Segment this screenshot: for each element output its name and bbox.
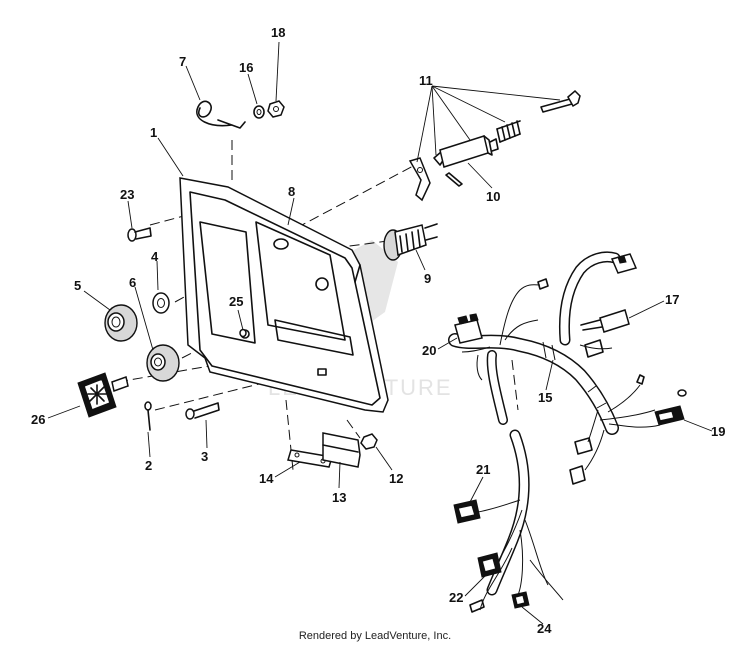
connector-20 — [454, 313, 483, 344]
spring-clip-7 — [196, 100, 246, 129]
callout-13: 13 — [332, 490, 346, 505]
lock-washer-4 — [152, 292, 170, 314]
wiring-harness-15 — [448, 251, 661, 611]
callout-11: 11 — [419, 73, 433, 88]
callout-21: 21 — [476, 462, 490, 477]
callout-17: 17 — [665, 292, 679, 307]
key-switch-9 — [383, 223, 438, 261]
callout-10: 10 — [486, 189, 500, 204]
callout-22: 22 — [449, 590, 463, 605]
rod-11 — [540, 89, 581, 113]
callout-3: 3 — [201, 449, 208, 464]
clip-25 — [239, 328, 247, 338]
connector-19 — [636, 374, 687, 426]
callout-23: 23 — [120, 187, 134, 202]
callouts: 1 2 3 4 5 6 7 8 9 10 11 12 13 14 15 16 1… — [31, 25, 725, 636]
spring-11 — [496, 120, 521, 143]
dash-panel — [179, 177, 389, 413]
callout-20: 20 — [422, 343, 436, 358]
callout-6: 6 — [129, 275, 136, 290]
footer-credit: Rendered by LeadVenture, Inc. — [298, 630, 452, 642]
screw-23 — [127, 227, 152, 242]
callout-14: 14 — [259, 471, 274, 486]
callout-19: 19 — [711, 424, 725, 439]
leader-lines — [47, 41, 713, 625]
knurled-nut-5 — [104, 304, 138, 342]
callout-8: 8 — [288, 184, 295, 199]
switch-assembly-10 — [408, 135, 499, 202]
callout-2: 2 — [145, 458, 152, 473]
connector-17 — [580, 253, 638, 333]
bracket-13 — [322, 432, 361, 468]
callout-9: 9 — [424, 271, 431, 286]
callout-16: 16 — [239, 60, 253, 75]
callout-25: 25 — [229, 294, 243, 309]
callout-15: 15 — [538, 390, 552, 405]
callout-5: 5 — [74, 278, 81, 293]
washer-16 — [253, 105, 265, 119]
connector-24 — [469, 278, 604, 613]
callout-24: 24 — [537, 621, 552, 636]
connector-22 — [477, 552, 502, 578]
nut-12 — [360, 433, 378, 450]
connector-21 — [453, 499, 481, 524]
pin-2 — [144, 401, 152, 431]
nut-18 — [267, 100, 285, 118]
callout-7: 7 — [179, 54, 186, 69]
knurled-nut-6 — [146, 344, 180, 382]
callout-1: 1 — [150, 125, 157, 140]
callout-26: 26 — [31, 412, 45, 427]
light-assembly-26 — [77, 372, 129, 418]
callout-12: 12 — [389, 471, 403, 486]
callout-18: 18 — [271, 25, 285, 40]
callout-4: 4 — [151, 249, 159, 264]
screw-3 — [185, 402, 220, 420]
